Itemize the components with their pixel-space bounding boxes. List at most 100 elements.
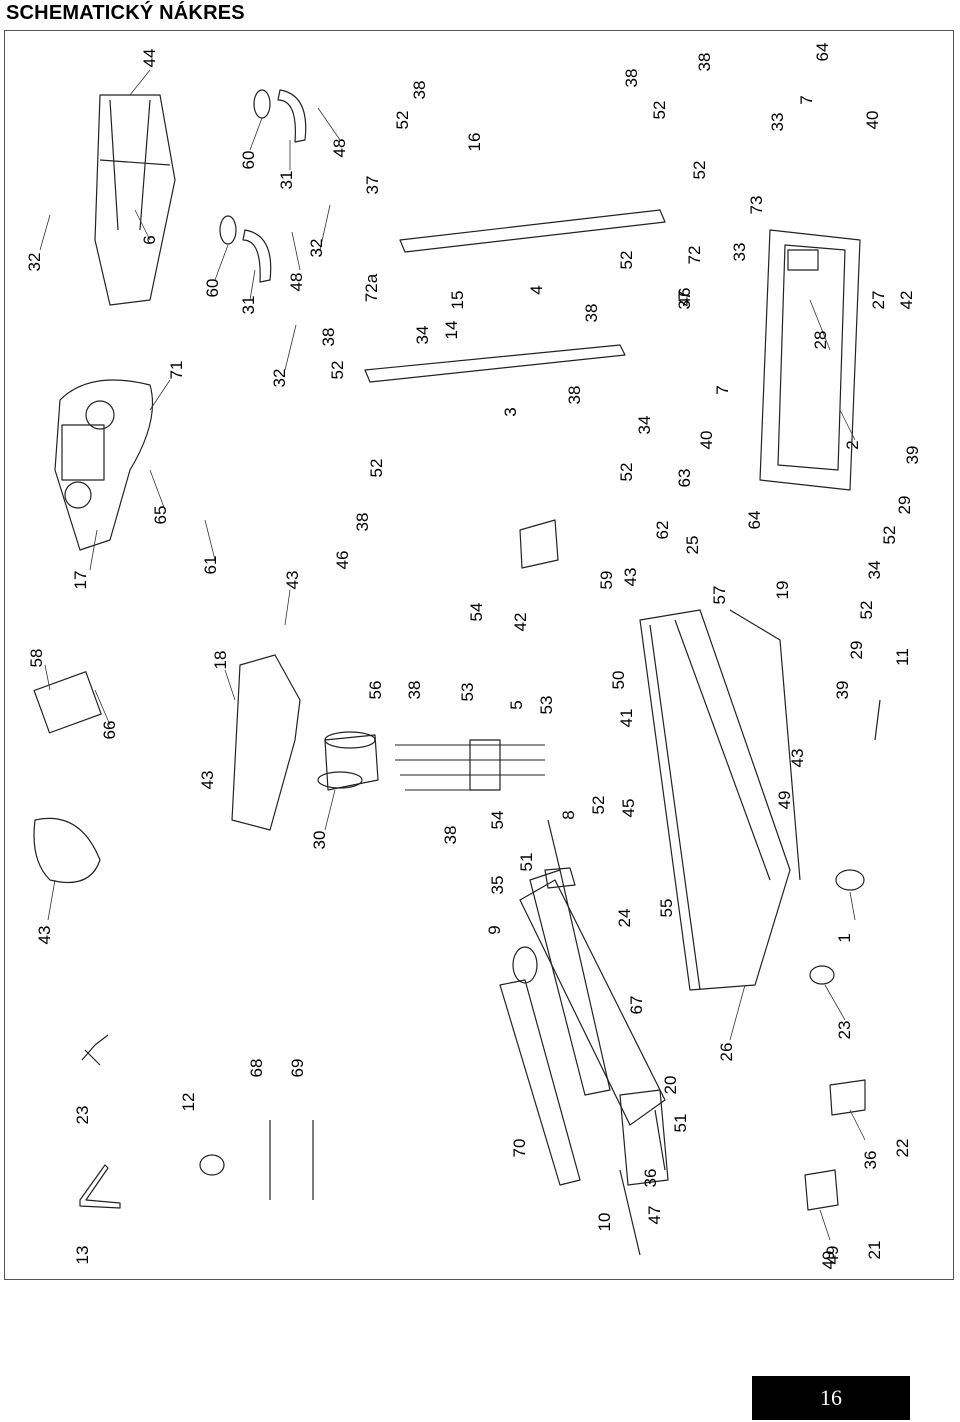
callout-label: 67 <box>627 996 646 1015</box>
running-deck <box>499 979 581 1186</box>
callout-label: 23 <box>835 1021 854 1040</box>
callout-label: 21 <box>865 1241 884 1260</box>
callout-label: 50 <box>609 671 628 690</box>
callout-label: 37 <box>363 176 382 195</box>
callout-label: 55 <box>657 899 676 918</box>
callout-label: 44 <box>140 49 159 68</box>
callout-label: 28 <box>811 331 830 350</box>
upright-post-4 <box>399 209 666 253</box>
callout-label: 43 <box>283 571 302 590</box>
callout-label: 38 <box>565 386 584 405</box>
callout-label: 34 <box>413 326 432 345</box>
motor-cover-plate <box>33 817 101 884</box>
callout-label: 53 <box>458 683 477 702</box>
callout-label: 16 <box>465 133 484 152</box>
callout-label: 52 <box>690 161 709 180</box>
callout-label: 57 <box>710 586 729 605</box>
callout-label: 38 <box>441 826 460 845</box>
callout-label: 49 <box>823 1246 842 1265</box>
motor-bracket <box>469 739 501 791</box>
end-cap-upper <box>835 869 865 891</box>
callout-label: 33 <box>768 113 787 132</box>
callout-label: 59 <box>597 571 616 590</box>
callout-label: 46 <box>675 288 694 307</box>
callout-label: 36 <box>861 1151 880 1170</box>
end-cap-lower <box>809 965 835 985</box>
console-housing <box>54 379 154 551</box>
callout-label: 60 <box>239 151 258 170</box>
callout-label: 9 <box>485 925 504 934</box>
callout-label: 8 <box>559 810 578 819</box>
callout-label: 38 <box>695 53 714 72</box>
panel-59 <box>519 519 559 569</box>
callout-label: 52 <box>650 101 669 120</box>
callout-label: 52 <box>880 526 899 545</box>
callout-label: 43 <box>621 568 640 587</box>
callout-label: 20 <box>661 1076 680 1095</box>
callout-label: 5 <box>507 700 526 709</box>
callout-label: 40 <box>863 111 882 130</box>
callout-label: 36 <box>641 1169 660 1188</box>
callout-label: 27 <box>869 291 888 310</box>
callout-label: 46 <box>333 551 352 570</box>
running-belt <box>519 879 666 1126</box>
callout-label: 42 <box>511 613 530 632</box>
page-number: 16 <box>820 1385 842 1410</box>
callout-label: 60 <box>203 279 222 298</box>
allen-key <box>79 1164 121 1209</box>
callout-label: 47 <box>645 1206 664 1225</box>
callout-label: 23 <box>73 1106 92 1125</box>
callout-label: 38 <box>353 513 372 532</box>
handlebar-frame <box>94 94 176 306</box>
callout-label: 61 <box>201 556 220 575</box>
callout-label: 49 <box>819 1251 838 1270</box>
spacer-68 <box>199 1154 225 1176</box>
callout-label: 52 <box>617 251 636 270</box>
callout-label: 73 <box>747 196 766 215</box>
callout-label: 52 <box>617 463 636 482</box>
drive-motor <box>324 734 379 791</box>
main-frame <box>639 609 791 991</box>
callout-label: 7 <box>713 385 732 394</box>
callout-label: 24 <box>615 909 634 928</box>
front-roller <box>544 867 576 889</box>
callout-label: 64 <box>745 511 764 530</box>
callout-label: 58 <box>27 649 46 668</box>
callout-label: 65 <box>151 506 170 525</box>
callout-label: 72a <box>362 273 381 302</box>
rear-foot-22 <box>829 1079 866 1116</box>
callout-label: 52 <box>328 361 347 380</box>
callout-label: 18 <box>211 651 230 670</box>
callout-label: 34 <box>865 561 884 580</box>
callout-label: 34 <box>635 416 654 435</box>
callout-label: 48 <box>330 139 349 158</box>
callout-label: 54 <box>467 603 486 622</box>
rear-roller <box>619 1089 669 1186</box>
callout-label: 52 <box>589 796 608 815</box>
callout-label: 63 <box>675 469 694 488</box>
rear-foot-21 <box>804 1169 839 1211</box>
callout-label: 39 <box>833 681 852 700</box>
callout-label: 62 <box>653 521 672 540</box>
callout-label: 70 <box>510 1139 529 1158</box>
callout-label: 52 <box>393 111 412 130</box>
callout-label: 39 <box>903 446 922 465</box>
callout-label: 2 <box>843 440 862 449</box>
callout-label: 3 <box>501 407 520 416</box>
callout-label: 54 <box>488 811 507 830</box>
callout-label: 19 <box>773 581 792 600</box>
callout-label: 71 <box>167 361 186 380</box>
callout-label: 7 <box>797 95 816 104</box>
callout-label: 40 <box>697 431 716 450</box>
callout-label: 53 <box>537 696 556 715</box>
callout-label: 13 <box>73 1246 92 1265</box>
callout-label: 69 <box>288 1059 307 1078</box>
controller-board <box>33 671 102 734</box>
callout-label: 32 <box>270 369 289 388</box>
callout-label: 38 <box>582 304 601 323</box>
base-frame <box>759 229 861 491</box>
screwdriver-tool <box>81 1034 109 1066</box>
callout-label: 64 <box>813 43 832 62</box>
callout-label: 48 <box>287 273 306 292</box>
callout-label: 72 <box>685 246 704 265</box>
